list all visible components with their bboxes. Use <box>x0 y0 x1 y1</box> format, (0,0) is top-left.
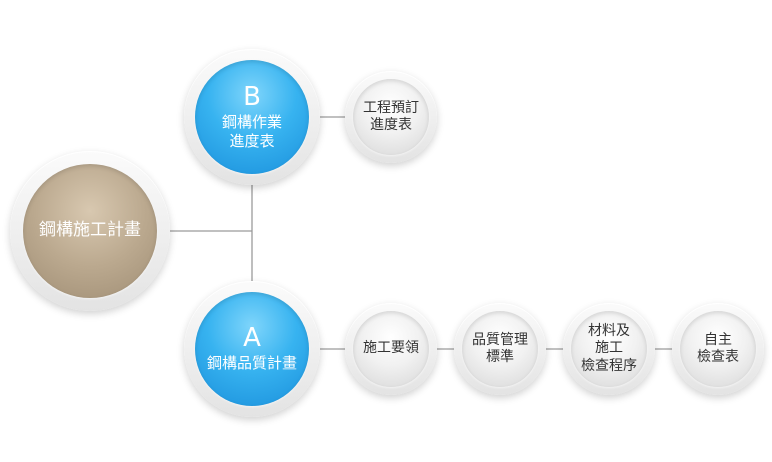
node-a-child-2-inner: 品質管理 標準 <box>462 311 538 387</box>
node-a-child-1-line-1: 施工要領 <box>363 340 419 357</box>
node-a-child-4: 自主 檢查表 <box>672 303 764 395</box>
node-root-inner: 鋼構施工計畫 <box>23 164 157 298</box>
node-b-child-line-1: 工程預訂 <box>363 99 419 116</box>
node-b-child-line-2: 進度表 <box>370 117 412 133</box>
node-root: 鋼構施工計畫 <box>10 151 170 311</box>
node-a-child-3-line-2: 施工 <box>595 340 623 357</box>
node-b-child-inner: 工程預訂 進度表 <box>353 79 429 155</box>
node-a-child-3-line-1: 材料及 <box>588 322 630 339</box>
node-a-child-3-line-3: 檢查程序 <box>581 357 637 374</box>
node-root-label: 鋼構施工計畫 <box>39 220 141 241</box>
node-a-child-2-line-2: 標準 <box>486 349 514 365</box>
node-a-line-1: 鋼構品質計畫 <box>206 354 297 373</box>
node-b: B 鋼構作業 進度表 <box>184 49 320 185</box>
node-b-letter: B <box>243 81 261 112</box>
node-a-child-3-inner: 材料及 施工 檢查程序 <box>571 311 647 387</box>
node-b-line-2: 進度表 <box>229 131 275 150</box>
node-a-child-4-line-2: 檢查表 <box>697 349 739 365</box>
node-b-child: 工程預訂 進度表 <box>345 71 437 163</box>
node-a-child-4-inner: 自主 檢查表 <box>680 311 756 387</box>
node-a-child-2-line-1: 品質管理 <box>472 331 528 348</box>
node-a-letter: A <box>243 322 261 353</box>
node-a-child-3: 材料及 施工 檢查程序 <box>563 303 655 395</box>
node-a-inner: A 鋼構品質計畫 <box>195 292 309 406</box>
node-a-child-4-line-1: 自主 <box>704 331 732 348</box>
node-a-child-1: 施工要領 <box>345 303 437 395</box>
node-a: A 鋼構品質計畫 <box>184 281 320 417</box>
node-a-child-2: 品質管理 標準 <box>454 303 546 395</box>
node-a-child-1-inner: 施工要領 <box>353 311 429 387</box>
node-b-inner: B 鋼構作業 進度表 <box>195 60 309 174</box>
node-b-line-1: 鋼構作業 <box>221 112 282 131</box>
